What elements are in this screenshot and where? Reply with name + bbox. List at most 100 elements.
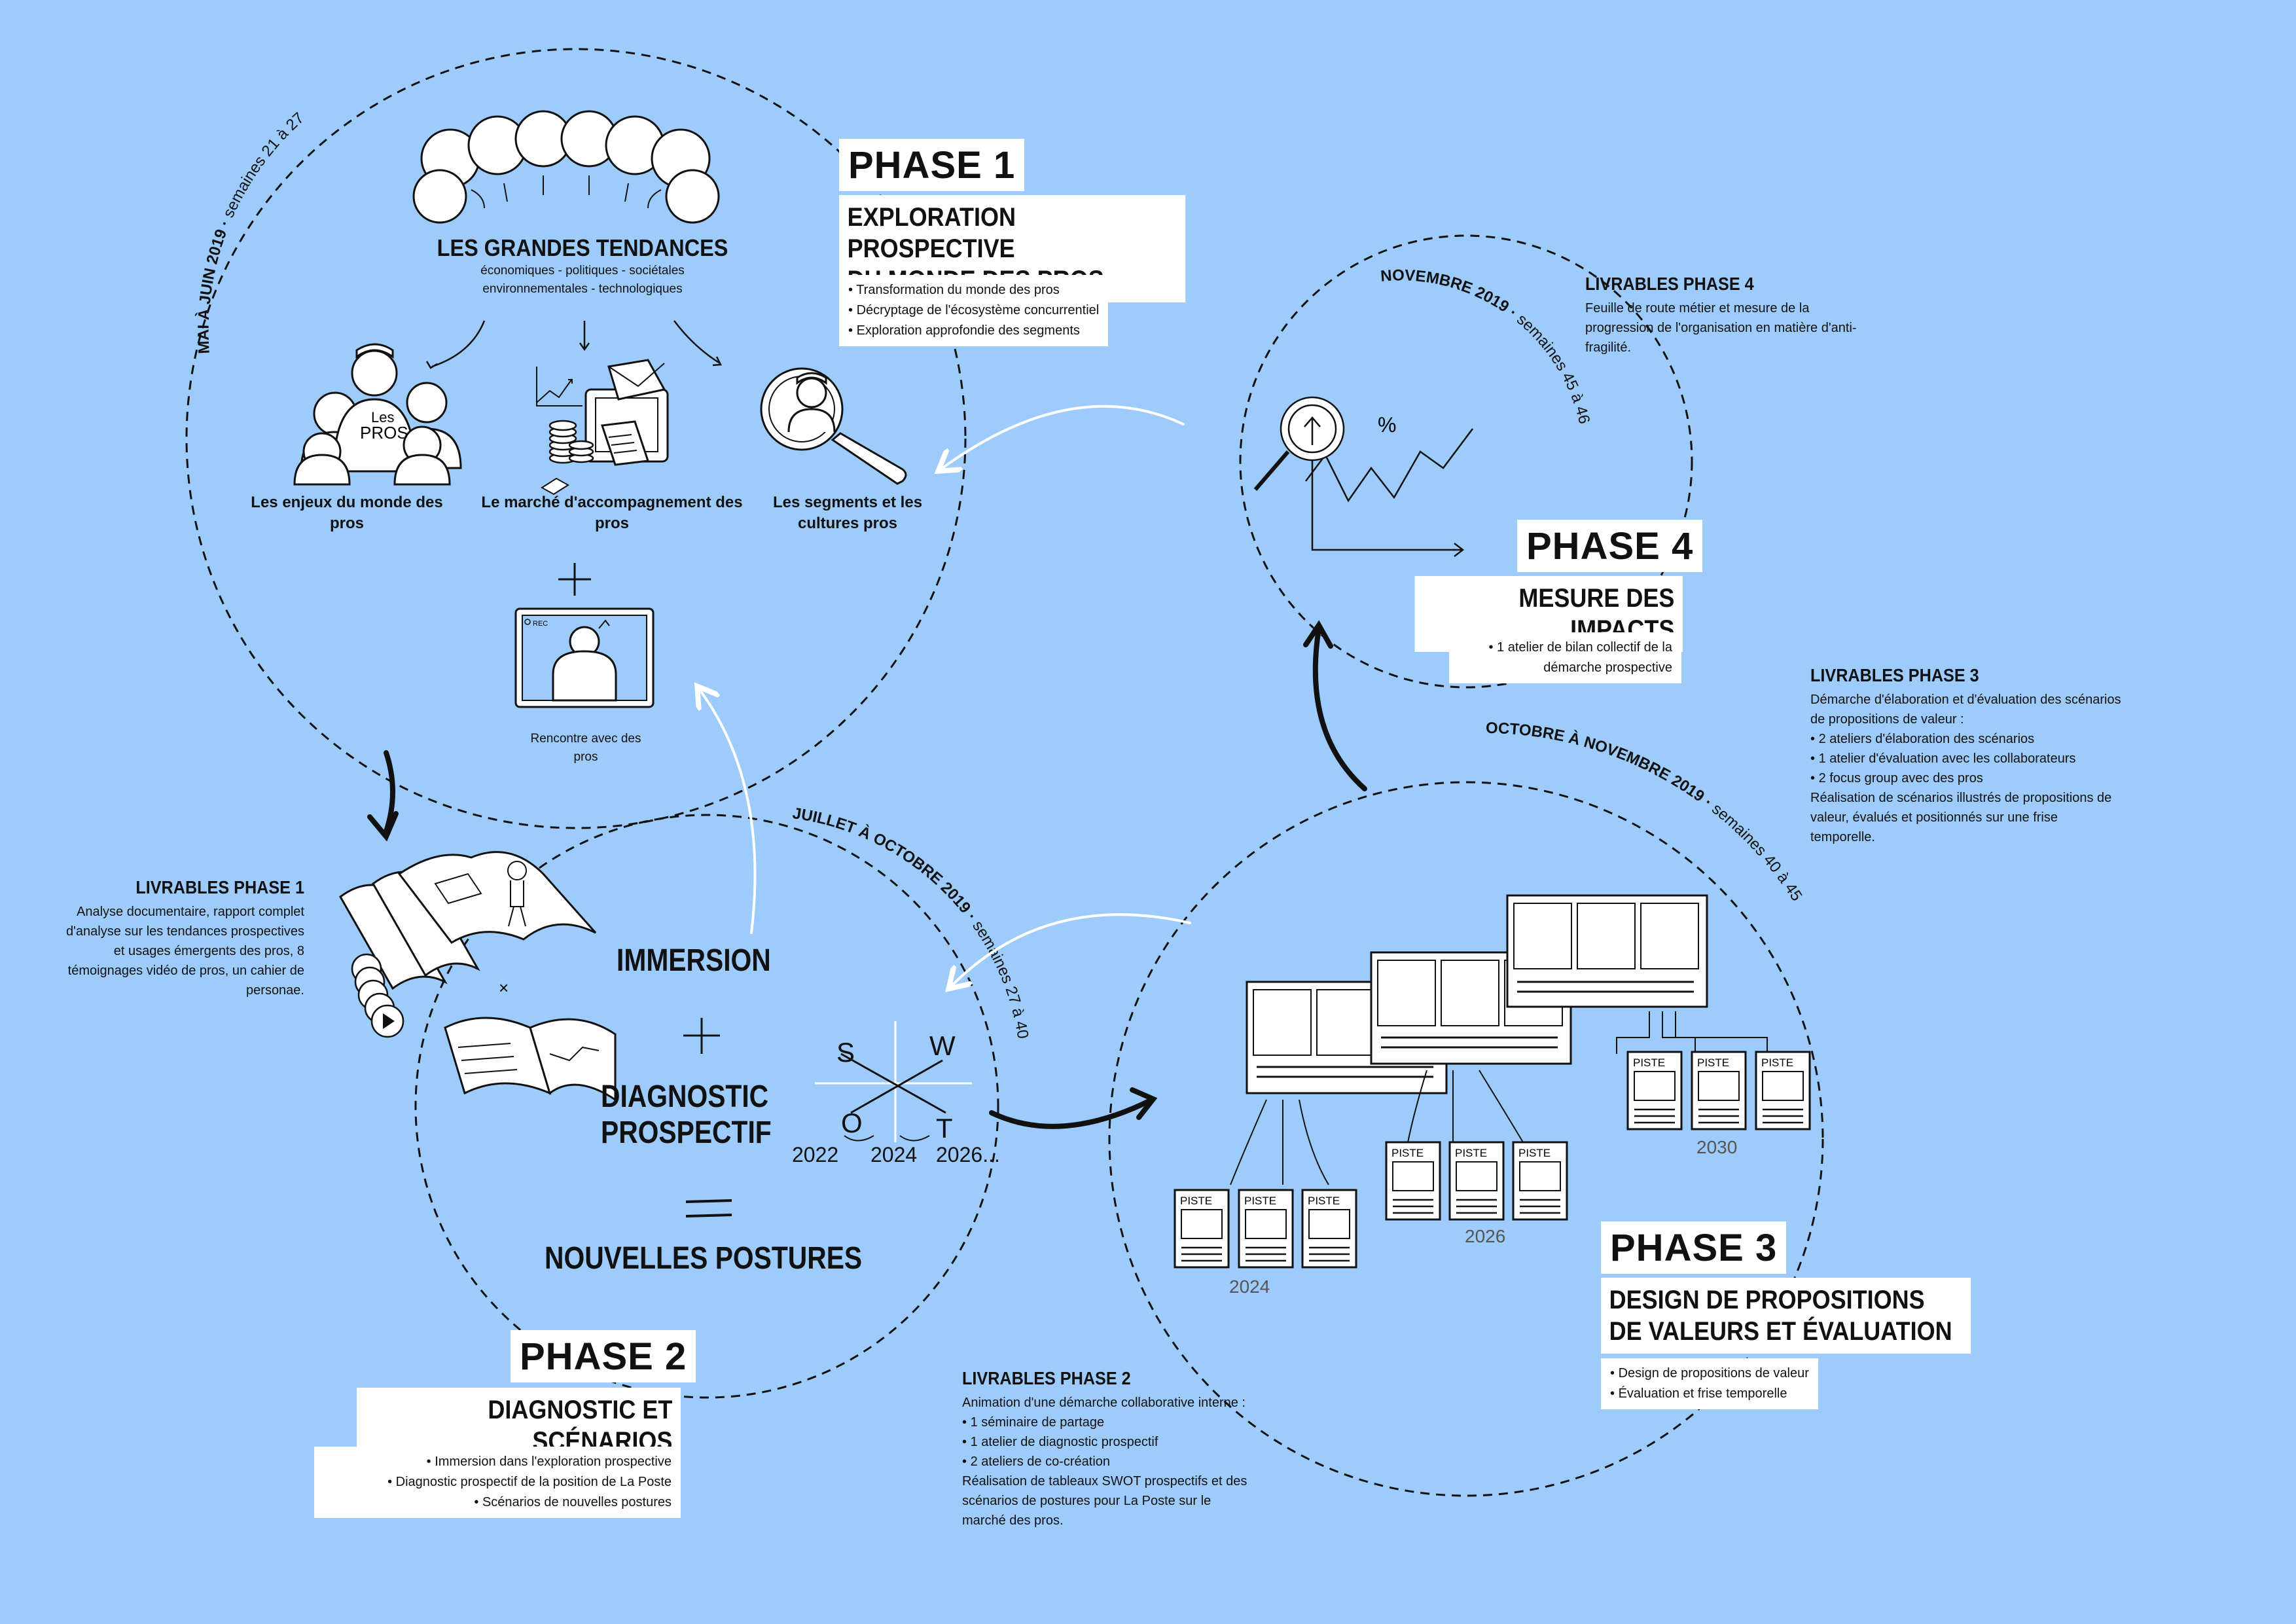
swot-t: T (936, 1113, 953, 1144)
market-illustration (536, 359, 669, 496)
white-feedback-arrows (700, 405, 1191, 985)
phase4-item-line2: démarche prospective (1543, 660, 1672, 675)
piste-card: PISTE (1691, 1051, 1747, 1130)
livrables4-title: LIVRABLES PHASE 4 (1585, 274, 1754, 294)
immersion-text: IMMERSION (617, 943, 771, 978)
phase3-subtitle-line1: DESIGN DE PROPOSITIONS (1609, 1286, 1925, 1314)
phase3-subtitle-line2: DE VALEURS ET ÉVALUATION (1609, 1317, 1952, 1346)
label-enjeux: Les enjeux du monde des pros (251, 494, 443, 533)
phase2-item: Immersion dans l'exploration prospective (323, 1452, 672, 1472)
livrables1-title: LIVRABLES PHASE 1 (135, 877, 304, 897)
year-2022: 2022 (792, 1143, 838, 1166)
postures-text: NOUVELLES POSTURES (545, 1241, 863, 1276)
year-2030-label: 2030 (1696, 1137, 1737, 1157)
phase1-items: Transformation du monde des pros Décrypt… (839, 275, 1109, 346)
arrow-phase3-to-phase4 (1303, 620, 1367, 791)
piste-card: PISTE (1174, 1189, 1230, 1269)
livrables3-item: 1 atelier d'évaluation avec les collabor… (1810, 749, 2125, 768)
book-illustration (444, 1017, 617, 1102)
label-marche: Le marché d'accompagnement des pros (481, 494, 743, 533)
swot-cross-arrows (840, 1053, 946, 1142)
livrables3-item: 2 ateliers d'élaboration des scénarios (1810, 729, 2125, 749)
trends-line1: économiques - politiques - sociétales (480, 264, 685, 278)
piste-card: PISTE (1448, 1141, 1505, 1221)
livrables2-item: 1 atelier de diagnostic prospectif (962, 1432, 1250, 1452)
phase2-items: Immersion dans l'exploration prospective… (314, 1447, 681, 1518)
phase2-circle (414, 814, 999, 1399)
documents-illustration (339, 851, 597, 1038)
phase4-circle (1239, 234, 1693, 689)
year-2024-label: 2024 (1229, 1276, 1270, 1297)
phase1-circle (185, 48, 967, 829)
livrables3-intro: Démarche d'élaboration et d'évaluation d… (1810, 693, 2121, 727)
piste-card: PISTE (1755, 1051, 1811, 1130)
piste-label: PISTE (1761, 1056, 1793, 1069)
livrables4-text: Feuille de route métier et mesure de la … (1585, 301, 1857, 355)
phase3-subtitle: DESIGN DE PROPOSITIONS DE VALEURS ET ÉVA… (1601, 1278, 1971, 1354)
cross-sign: × (499, 978, 509, 998)
livrables2-list: 1 séminaire de partage 1 atelier de diag… (962, 1413, 1250, 1471)
livrables1-text: Analyse documentaire, rapport complet d'… (65, 905, 304, 998)
phase1-item: Transformation du monde des pros (848, 280, 1099, 300)
trends-title: LES GRANDES TENDANCES (437, 234, 728, 261)
phase2-period-arc: JUILLET À OCTOBRE 2019 · semaines 27 à 4… (791, 804, 1031, 1040)
plus-sign-phase2 (683, 1018, 720, 1054)
impact-chart-illustration (1253, 396, 1473, 557)
piste-card: PISTE (1626, 1051, 1683, 1130)
livrables2-title: LIVRABLES PHASE 2 (962, 1368, 1131, 1388)
segments-magnifier-illustration (760, 367, 907, 485)
phase4-items: • 1 atelier de bilan collectif de la dém… (1449, 632, 1681, 683)
trends-line2: environnementales - technologiques (482, 281, 683, 296)
phase4-title: PHASE 4 (1517, 520, 1703, 572)
swot-w: W (929, 1030, 956, 1061)
piste-label: PISTE (1180, 1195, 1212, 1207)
year-2026: 2026... (936, 1143, 1000, 1166)
livrables3-outro: Réalisation de scénarios illustrés de pr… (1810, 791, 2112, 844)
piste-label: PISTE (1633, 1056, 1665, 1069)
pros-group-illustration (293, 343, 462, 486)
piste-label: PISTE (1391, 1147, 1424, 1159)
year-2026-label: 2026 (1465, 1226, 1505, 1246)
phase1-item: Décryptage de l'écosystème concurrentiel (848, 300, 1100, 321)
livrables2-item: 1 séminaire de partage (962, 1413, 1250, 1432)
storyboard-illustrations (1246, 894, 1708, 1094)
piste-card: PISTE (1301, 1189, 1357, 1269)
phase3-period-arc: OCTOBRE À NOVEMBRE 2019 · semaines 40 à … (1486, 719, 1806, 905)
swot-s: S (836, 1037, 855, 1068)
piste-card: PISTE (1385, 1141, 1441, 1221)
livrables2-item: 2 ateliers de co-création (962, 1452, 1250, 1471)
phase2-title: PHASE 2 (511, 1330, 696, 1382)
storyboard-branches (1230, 1011, 1768, 1185)
phase3-title: PHASE 3 (1601, 1221, 1787, 1274)
livrables2-body: Animation d'une démarche collaborative i… (962, 1393, 1250, 1530)
phase3-items: Design de propositions de valeur Évaluat… (1601, 1358, 1818, 1409)
year-2024: 2024 (870, 1143, 917, 1166)
phase3-item: Design de propositions de valeur (1610, 1363, 1809, 1384)
trend-bubbles-illustration (412, 110, 720, 224)
video-meeting-illustration (514, 607, 655, 708)
diagnostic-line1: DIAGNOSTIC (601, 1079, 769, 1114)
piste-label: PISTE (1244, 1195, 1276, 1207)
les-sign: Les (371, 409, 394, 425)
arrow-phase1-to-livrables (367, 750, 399, 842)
piste-card: PISTE (1512, 1141, 1568, 1221)
piste-label: PISTE (1308, 1195, 1340, 1207)
phase1-subtitle-line1: EXPLORATION PROSPECTIVE (847, 203, 1016, 263)
arrow-phase2-to-phase3 (989, 1087, 1158, 1129)
livrables3-title: LIVRABLES PHASE 3 (1810, 665, 1979, 685)
swot-o: O (841, 1108, 863, 1138)
phase1-item: Exploration approfondie des segments (848, 321, 1099, 341)
phase1-title: PHASE 1 (839, 139, 1025, 191)
livrables3-item: 2 focus group avec des pros (1810, 768, 2125, 788)
label-rencontre: Rencontre avec des pros (530, 732, 641, 764)
trend-arrows (425, 320, 722, 369)
livrables3-body: Démarche d'élaboration et d'évaluation d… (1810, 690, 2125, 847)
rec-label: REC (533, 620, 548, 628)
phase3-item: Évaluation et frise temporelle (1610, 1384, 1809, 1404)
phase1-period-arc: MAI À JUIN 2019 · semaines 21 à 27 (194, 109, 308, 354)
phase2-item: Scénarios de nouvelles postures (323, 1492, 672, 1513)
pros-sign: PROS (360, 423, 408, 442)
phase4-item-line1: • 1 atelier de bilan collectif de la (1488, 640, 1672, 655)
